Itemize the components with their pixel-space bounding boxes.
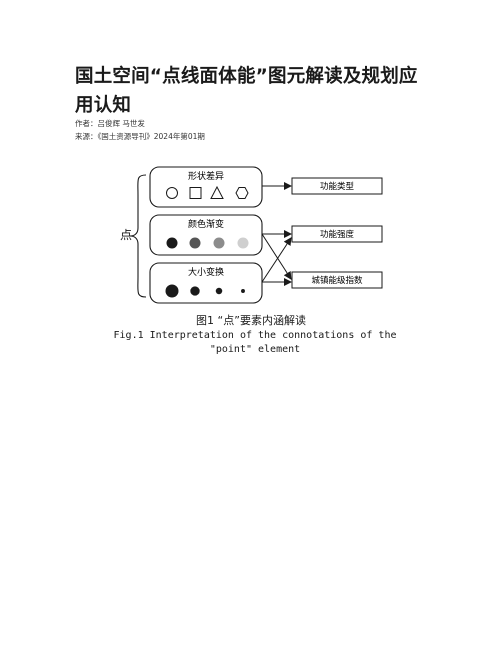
triangle-outline-icon xyxy=(210,185,224,199)
group-color-gradient: 颜色渐变 xyxy=(149,214,263,256)
output-label: 功能强度 xyxy=(320,229,355,240)
group-size-change: 大小变换 xyxy=(149,262,263,304)
group-label: 形状差异 xyxy=(188,170,224,182)
group-shape-difference: 形状差异 xyxy=(149,166,263,208)
size-dot-icon xyxy=(215,287,223,295)
hexagon-outline-icon xyxy=(235,187,249,199)
group-label: 大小变换 xyxy=(188,266,224,278)
circle-outline-icon xyxy=(166,187,178,199)
figure-caption-en: Fig.1 Interpretation of the connotations… xyxy=(113,330,403,355)
size-dot-icon xyxy=(241,289,245,293)
color-dot-icon xyxy=(189,237,201,249)
size-dot-icon xyxy=(165,284,179,298)
output-town-level-index: 城镇能级指数 xyxy=(291,271,383,289)
color-dot-icon xyxy=(166,237,178,249)
color-dot-icon xyxy=(213,237,225,249)
output-label: 功能类型 xyxy=(320,181,355,192)
figure-diagram: 点 形状差异 颜色渐变 大小变换 功能类型 功能强度 xyxy=(120,166,383,304)
figure-caption-cn: 图1 “点”要素内涵解读 xyxy=(196,314,306,327)
arrow-size-to-intensity xyxy=(261,237,292,283)
square-outline-icon xyxy=(189,187,202,199)
left-brace xyxy=(129,174,147,298)
source-line: 来源：《国土资源导刊》2024年第01期 xyxy=(75,132,205,141)
group-label: 颜色渐变 xyxy=(188,218,224,230)
article-title: 国土空间“点线面体能”图元解读及规划应用认知 xyxy=(75,66,418,116)
author-line: 作者：吕俊辉 马世发 xyxy=(75,119,145,128)
color-dot-icon xyxy=(237,237,249,249)
output-label: 城镇能级指数 xyxy=(311,275,363,286)
size-dot-icon xyxy=(190,286,200,296)
output-function-intensity: 功能强度 xyxy=(291,225,383,243)
output-function-type: 功能类型 xyxy=(291,177,383,195)
figure-point-element: 点 形状差异 颜色渐变 大小变换 功能类型 功能强度 xyxy=(100,160,410,310)
arrow-color-to-index xyxy=(261,233,292,280)
point-label: 点 xyxy=(120,228,132,242)
